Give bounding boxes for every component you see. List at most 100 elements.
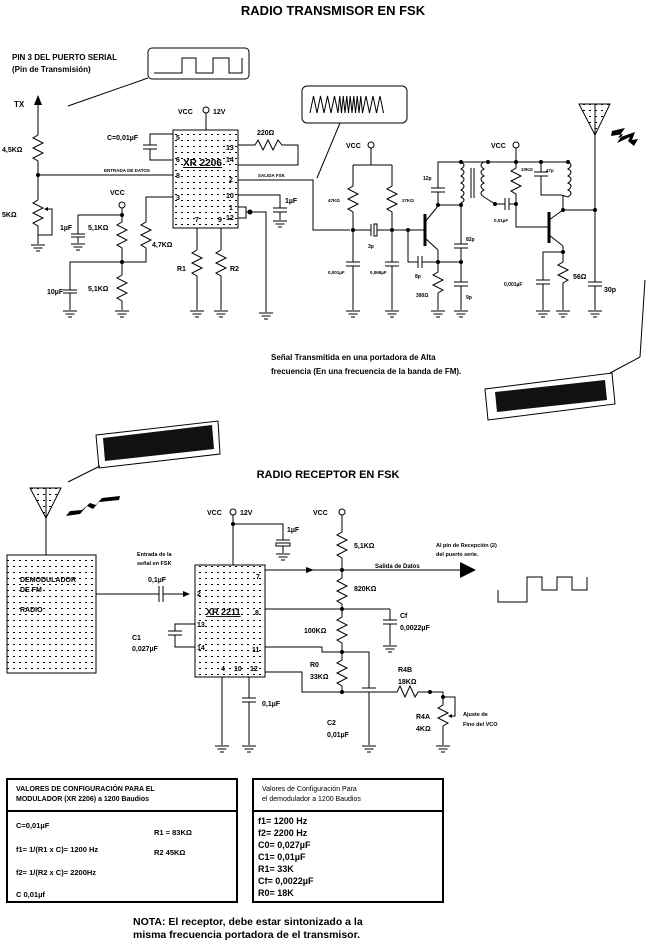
mod-row: C=0,01µF — [16, 821, 50, 830]
r51k-top-label: 5,1KΩ — [88, 225, 109, 232]
svg-text:0,068µF: 0,068µF — [370, 270, 387, 275]
serial-pin-label: PIN 3 DEL PUERTO SERIAL — [12, 53, 117, 62]
xr2206-chip: XR 2206 5 6 8 3 13 14 2 10 1 12 7 9 — [172, 129, 239, 229]
r1-label: R1 — [177, 266, 186, 273]
note-line-1: NOTA: El receptor, debe estar sintonizad… — [133, 916, 363, 928]
demod-row: R1= 33K — [258, 864, 294, 874]
demod-row: f1= 1200 Hz — [258, 816, 308, 826]
svg-text:TX: TX — [14, 100, 25, 109]
svg-text:13: 13 — [197, 622, 205, 629]
receiver-note: NOTA: El receptor, debe estar sintonizad… — [133, 916, 413, 942]
svg-text:RADIO: RADIO — [20, 607, 43, 614]
demod-table-header-1: Valores de Configuración Para — [262, 786, 357, 793]
rx-vcc2-label: VCC — [313, 510, 328, 517]
svg-text:2: 2 — [197, 591, 201, 598]
tx-input: TX 4,5KΩ 5KΩ — [2, 95, 53, 252]
cap-10uf-label: 10µF — [47, 289, 64, 296]
cap-bias-1uf-label: 1µF — [60, 225, 73, 232]
svg-text:8: 8 — [255, 610, 259, 617]
vcc-terminal-icon — [202, 106, 210, 114]
svg-text:1: 1 — [229, 205, 233, 212]
receiver-title: RADIO RECEPTOR EN FSK — [257, 469, 400, 481]
svg-text:XR 2206: XR 2206 — [183, 158, 222, 169]
svg-text:5: 5 — [176, 135, 180, 142]
fine-adjust-label-1: Ajuste de — [463, 712, 488, 718]
demod-row: R0= 18K — [258, 888, 294, 898]
fm-demodulator-block: DEMODULADOR DE FM RADIO — [6, 554, 97, 674]
svg-text:390Ω: 390Ω — [416, 293, 428, 299]
svg-text:47p: 47p — [546, 168, 554, 173]
svg-text:10: 10 — [234, 666, 242, 673]
rx-input-label-2: señal en FSK — [137, 561, 172, 567]
data-output-arrow-icon — [460, 562, 476, 578]
rx-12v-label: 12V — [240, 510, 253, 517]
svg-text:4: 4 — [221, 666, 225, 673]
cap-1uf-label: 1µF — [285, 198, 298, 205]
svg-text:12: 12 — [226, 215, 234, 222]
rx-antenna-icon — [29, 487, 62, 555]
svg-text:DEMODULADOR: DEMODULADOR — [20, 577, 76, 584]
svg-text:82p: 82p — [466, 237, 475, 243]
r820k-label: 820KΩ — [354, 586, 377, 593]
c1-value: 0,027µF — [132, 646, 159, 653]
svg-text:3p: 3p — [368, 244, 374, 250]
svg-text:56Ω: 56Ω — [573, 274, 587, 281]
svg-text:12: 12 — [250, 666, 258, 673]
svg-text:0,001µF: 0,001µF — [504, 282, 522, 288]
tx-rf-signal-bubble — [484, 279, 646, 421]
demod-table-header-2: el demodulador a 1200 Baudios — [262, 796, 361, 803]
fine-adjust-label-2: Fino del VCO — [463, 722, 498, 728]
mod-row: R2 45KΩ — [154, 848, 186, 857]
svg-text:5KΩ: 5KΩ — [2, 212, 17, 219]
r51k-rx-label: 5,1KΩ — [354, 543, 375, 550]
r51k-bottom-label: 5,1KΩ — [88, 286, 109, 293]
tx-12v-label: 12V — [213, 109, 226, 116]
dest-label-1: Al pin de Recepción (2) — [436, 543, 497, 549]
svg-text:27KΩ: 27KΩ — [402, 198, 414, 203]
rx-vcc-label: VCC — [207, 510, 222, 517]
cf-value: 0,0022µF — [400, 625, 430, 632]
entrada-datos-label: ENTRADA DE DATOS — [104, 168, 150, 173]
mod-row: f2= 1/(R2 x C)= 2200Hz — [16, 868, 97, 877]
svg-text:DE FM: DE FM — [20, 587, 42, 594]
svg-text:8p: 8p — [415, 274, 421, 280]
mod-row: f1= 1/(R1 x C)= 1200 Hz — [16, 845, 99, 854]
r0-label: R0 — [310, 662, 319, 669]
demod-row: f2= 2200 Hz — [258, 828, 308, 838]
svg-text:10: 10 — [226, 193, 234, 200]
mod-table-header-1: VALORES DE CONFIGURACIÓN PARA EL — [16, 786, 155, 793]
mod-table-header-2: MODULADOR (XR 2206) a 1200 Baudios — [16, 796, 150, 803]
svg-text:9p: 9p — [466, 295, 472, 301]
svg-text:VCC: VCC — [491, 143, 506, 150]
mod-row: R1 = 83KΩ — [154, 828, 192, 837]
salida-fsk-label: SALIDA FSK — [258, 173, 286, 178]
svg-text:13: 13 — [226, 145, 234, 152]
xr2211-chip: XR 2211 2 7 8 13 14 11 4 10 12 — [194, 564, 266, 678]
serial-pin-sublabel: (Pin de Transmisión) — [12, 65, 91, 74]
cap-01uf-label: 0,1µF — [262, 701, 281, 708]
r4b-value: 18KΩ — [398, 679, 417, 686]
svg-text:10KΩ: 10KΩ — [521, 167, 533, 172]
svg-text:9: 9 — [218, 217, 222, 224]
rx-input-cap-label: 0,1µF — [148, 577, 167, 584]
output-square-wave — [497, 576, 588, 603]
c1-label: C1 — [132, 635, 141, 642]
demodulator-config-table: Valores de Configuración Para el demodula… — [252, 778, 444, 903]
fsk-wave-bubble — [301, 85, 408, 179]
tx-caption-line2: frecuencia (En una frecuencia de la band… — [271, 367, 461, 376]
svg-text:8: 8 — [176, 173, 180, 180]
svg-text:0,001µF: 0,001µF — [328, 270, 345, 275]
tx-antenna-icon — [578, 103, 611, 137]
r4a-value: 4KΩ — [416, 726, 431, 733]
svg-text:30p: 30p — [604, 287, 616, 294]
bias-vcc-label: VCC — [110, 190, 125, 197]
svg-text:14: 14 — [197, 645, 205, 652]
svg-text:7: 7 — [256, 574, 260, 581]
svg-text:3: 3 — [176, 195, 180, 202]
r47k-label: 4,7KΩ — [152, 242, 173, 249]
svg-text:XR 2211: XR 2211 — [206, 607, 241, 617]
demod-row: Cf= 0,0022µF — [258, 876, 314, 886]
note-line-2: misma frecuencia portadora de el transmi… — [133, 929, 361, 941]
svg-text:47KΩ: 47KΩ — [328, 198, 340, 203]
